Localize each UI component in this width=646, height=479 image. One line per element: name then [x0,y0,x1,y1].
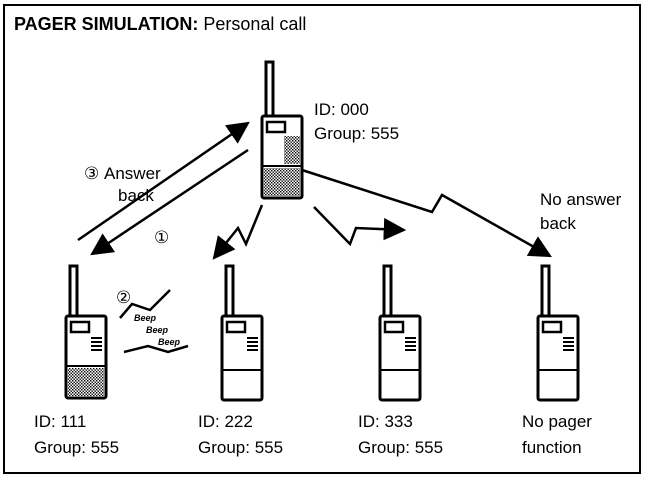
answer-back-label-1: Answer [104,164,161,184]
caller-group-label: Group: 555 [314,124,399,144]
beep-word-1: Beep [134,313,157,323]
beep-word-2: Beep [146,325,169,335]
no-answer-label-2: back [540,214,576,234]
beep-word-3: Beep [158,337,181,347]
radio-222-id: ID: 222 [198,412,253,432]
radio-111-id: ID: 111 [34,412,86,432]
answer-back-label-2: back [118,186,154,206]
signal-to-no-pager [302,170,550,256]
call-number: ① [154,228,169,248]
radio-333-id: ID: 333 [358,412,413,432]
answer-back-number: ③ [84,164,99,184]
no-pager-label-1: No pager [522,412,592,432]
no-answer-label-1: No answer [540,190,621,210]
radio-no-pager [538,266,578,400]
radio-111-group: Group: 555 [34,438,119,458]
radio-333 [380,266,420,400]
radio-222 [222,266,262,400]
radio-333-group: Group: 555 [358,438,443,458]
radio-caller [262,62,302,198]
beep-number: ② [116,288,131,308]
radio-111 [66,266,106,398]
signal-to-333 [314,207,404,244]
radio-222-group: Group: 555 [198,438,283,458]
caller-id-label: ID: 000 [314,100,369,120]
no-pager-label-2: function [522,438,582,458]
signal-to-222 [214,205,262,258]
